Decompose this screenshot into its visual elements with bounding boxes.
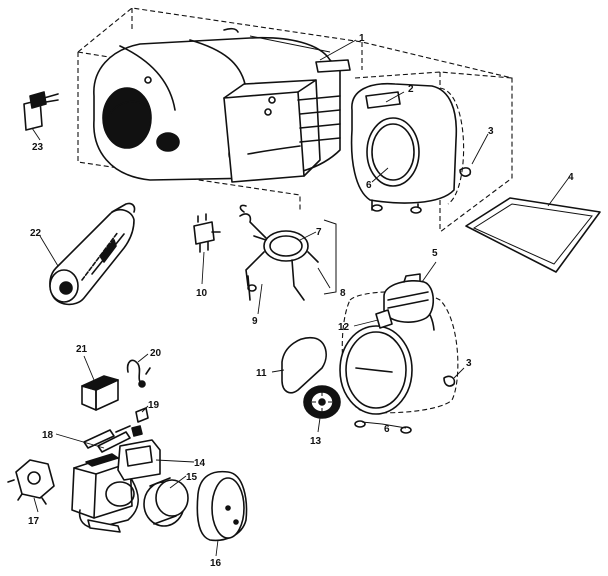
part-13-pulley (303, 385, 341, 419)
upper-blower-housing (350, 82, 472, 214)
callout-15: 15 (186, 472, 198, 483)
callout-19: 19 (148, 400, 160, 411)
callout-3-lower: 3 (466, 358, 472, 369)
callout-20: 20 (150, 348, 162, 359)
callout-1: 1 (359, 33, 365, 44)
callout-7: 7 (316, 227, 322, 238)
callout-10: 10 (196, 288, 208, 299)
callout-3-upper: 3 (488, 126, 494, 137)
part-10-relay (193, 213, 221, 253)
callout-11: 11 (256, 368, 267, 379)
part-22-burner (49, 202, 136, 306)
callout-5: 5 (432, 248, 438, 259)
part-16-burner-motor (196, 470, 248, 542)
part-18-electrodes (83, 425, 143, 453)
air-filter (465, 197, 601, 273)
callout-4: 4 (568, 172, 574, 183)
callout-9: 9 (252, 316, 258, 327)
part-21-transformer (81, 375, 119, 411)
blower-motor (375, 273, 435, 329)
callout-12: 12 (338, 322, 350, 333)
part-11-belt (281, 337, 327, 394)
motor-mount-bracket (239, 204, 337, 301)
callout-17: 17 (28, 516, 40, 527)
callout-13: 13 (310, 436, 322, 447)
part-17-blower-wheel (7, 459, 55, 505)
callout-2: 2 (408, 84, 414, 95)
heat-exchanger (93, 27, 351, 183)
callout-14: 14 (194, 458, 206, 469)
part-23-limit-switch (23, 91, 59, 131)
callout-6-upper: 6 (366, 180, 372, 191)
callout-8: 8 (340, 288, 346, 299)
oil-burner-assembly (71, 439, 161, 533)
callout-23: 23 (32, 142, 44, 153)
callout-16: 16 (210, 558, 222, 569)
part-15-ring (143, 477, 189, 527)
callout-21: 21 (76, 344, 88, 355)
callout-6-lower: 6 (384, 424, 390, 435)
callout-22: 22 (30, 228, 42, 239)
callout-leaders (31, 39, 571, 557)
part-20-wire (126, 359, 151, 388)
callout-18: 18 (42, 430, 54, 441)
callout-labels: 1 2 3 4 5 6 7 8 9 10 11 12 13 14 15 16 1… (28, 33, 574, 569)
part-19-nozzle (135, 407, 149, 423)
